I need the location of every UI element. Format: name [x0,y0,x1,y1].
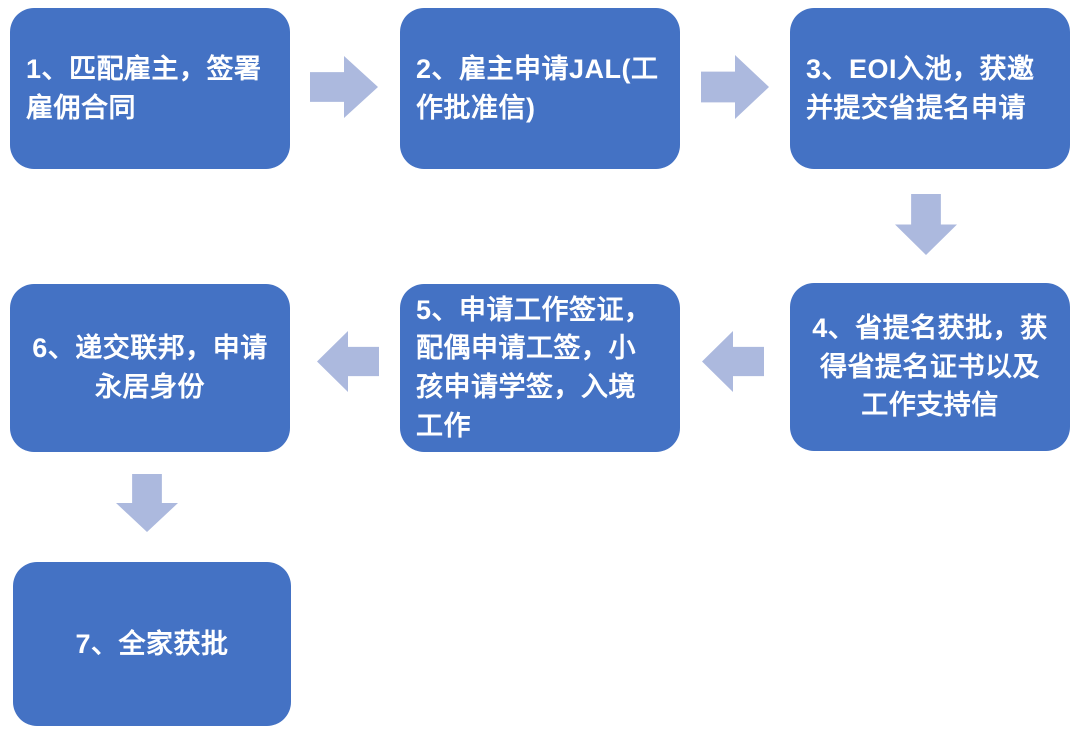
flow-step-7: 7、全家获批 [13,562,291,726]
arrow-left-5-6-icon [317,331,379,392]
flow-step-1-label: 1、匹配雇主，签署 雇佣合同 [26,53,262,123]
flow-step-2: 2、雇主申请JAL(工 作批准信) [400,8,680,169]
flow-step-3-label: 3、EOI入池，获邀 并提交省提名申请 [806,53,1035,123]
flow-step-1: 1、匹配雇主，签署 雇佣合同 [10,8,290,169]
arrow-down-3-4-icon [895,194,957,255]
flow-step-2-label: 2、雇主申请JAL(工 作批准信) [416,53,659,123]
flow-step-3: 3、EOI入池，获邀 并提交省提名申请 [790,8,1070,169]
flow-step-5: 5、申请工作签证， 配偶申请工签，小 孩申请学签，入境 工作 [400,284,680,452]
flow-step-4-label: 4、省提名获批，获 得省提名证书以及 工作支持信 [812,313,1048,421]
flow-step-4: 4、省提名获批，获 得省提名证书以及 工作支持信 [790,283,1070,451]
flow-step-6-label: 6、递交联邦，申请 永居身份 [32,333,268,402]
arrow-right-2-3-icon [701,55,769,119]
arrow-down-6-7-icon [116,474,178,532]
flow-step-6: 6、递交联邦，申请 永居身份 [10,284,290,452]
flow-step-5-label: 5、申请工作签证， 配偶申请工签，小 孩申请学签，入境 工作 [416,294,652,441]
arrow-right-1-2-icon [310,56,378,118]
arrow-left-4-5-icon [702,331,764,392]
flow-step-7-label: 7、全家获批 [75,628,229,659]
